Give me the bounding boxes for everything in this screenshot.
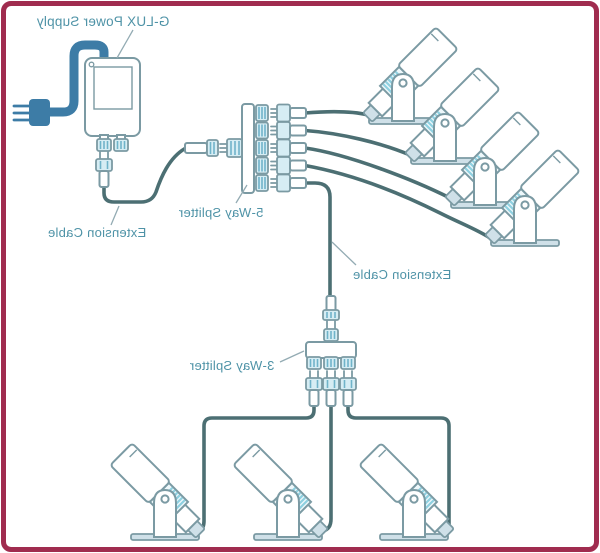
five-way-plug-4 [270,156,307,175]
five-way-port-3 [255,139,269,157]
three-way-splitter [305,341,357,407]
cable-to-spotlight-2 [303,128,412,157]
power-supply-box [84,57,141,152]
label-three-way-splitter: 3-Way Splitter [189,358,274,373]
pointer-extension-cable-right [331,241,357,266]
power-cord [44,40,109,117]
three-way-plug-1 [305,370,323,407]
spotlight-bottom-3 [358,442,462,546]
pointer-five-way-splitter [235,184,248,204]
ac-plug [12,99,50,126]
five-way-port-4 [255,156,269,175]
three-way-plug-3 [339,370,357,407]
three-way-plug-2 [322,370,340,407]
three-way-splitter-body [305,341,357,359]
label-five-way-splitter: 5-Way Splitter [178,205,263,220]
label-extension-cable-left: Extension Cable [48,225,146,240]
power-output-port-1 [96,138,112,152]
five-way-splitter-body [241,103,255,194]
cable-to-spotlight-4 [303,163,492,240]
power-output-plug [95,151,113,188]
five-way-plug-1 [270,103,307,123]
three-way-port-3 [340,356,356,370]
cable-to-spotlight-3 [303,146,452,200]
cable-to-bottom-spotlight-2 [321,403,333,533]
five-way-plug-5 [270,173,307,193]
label-extension-cable-right: Extension Cable [353,267,451,282]
five-way-plug-3 [270,138,307,158]
plug-body [29,99,50,126]
screw-icon [88,61,95,68]
five-way-input-plug [184,138,243,158]
five-way-splitter [241,103,307,194]
spotlight-bottom-1 [109,442,213,546]
cable-to-spotlight-1 [303,109,370,117]
pointer-power-supply [116,29,134,59]
power-output-port-2 [113,138,129,152]
pointer-extension-cable-left [110,205,120,226]
five-way-port-5 [255,174,269,192]
five-way-port-1 [255,104,269,122]
cable-to-bottom-spotlight-3 [346,403,451,532]
power-supply-label-window [93,66,133,110]
five-way-plug-2 [270,121,307,140]
five-way-port-2 [255,121,269,140]
label-power-supply: G-LUX Power Supply [37,14,170,29]
extension-cable-right [303,181,332,298]
three-way-port-2 [323,356,339,370]
extension-cable-left [102,146,187,204]
pointer-three-way-splitter [279,350,305,363]
spotlight-bottom-2 [232,442,336,546]
three-way-port-1 [306,356,322,370]
three-way-input-plug [322,295,340,342]
